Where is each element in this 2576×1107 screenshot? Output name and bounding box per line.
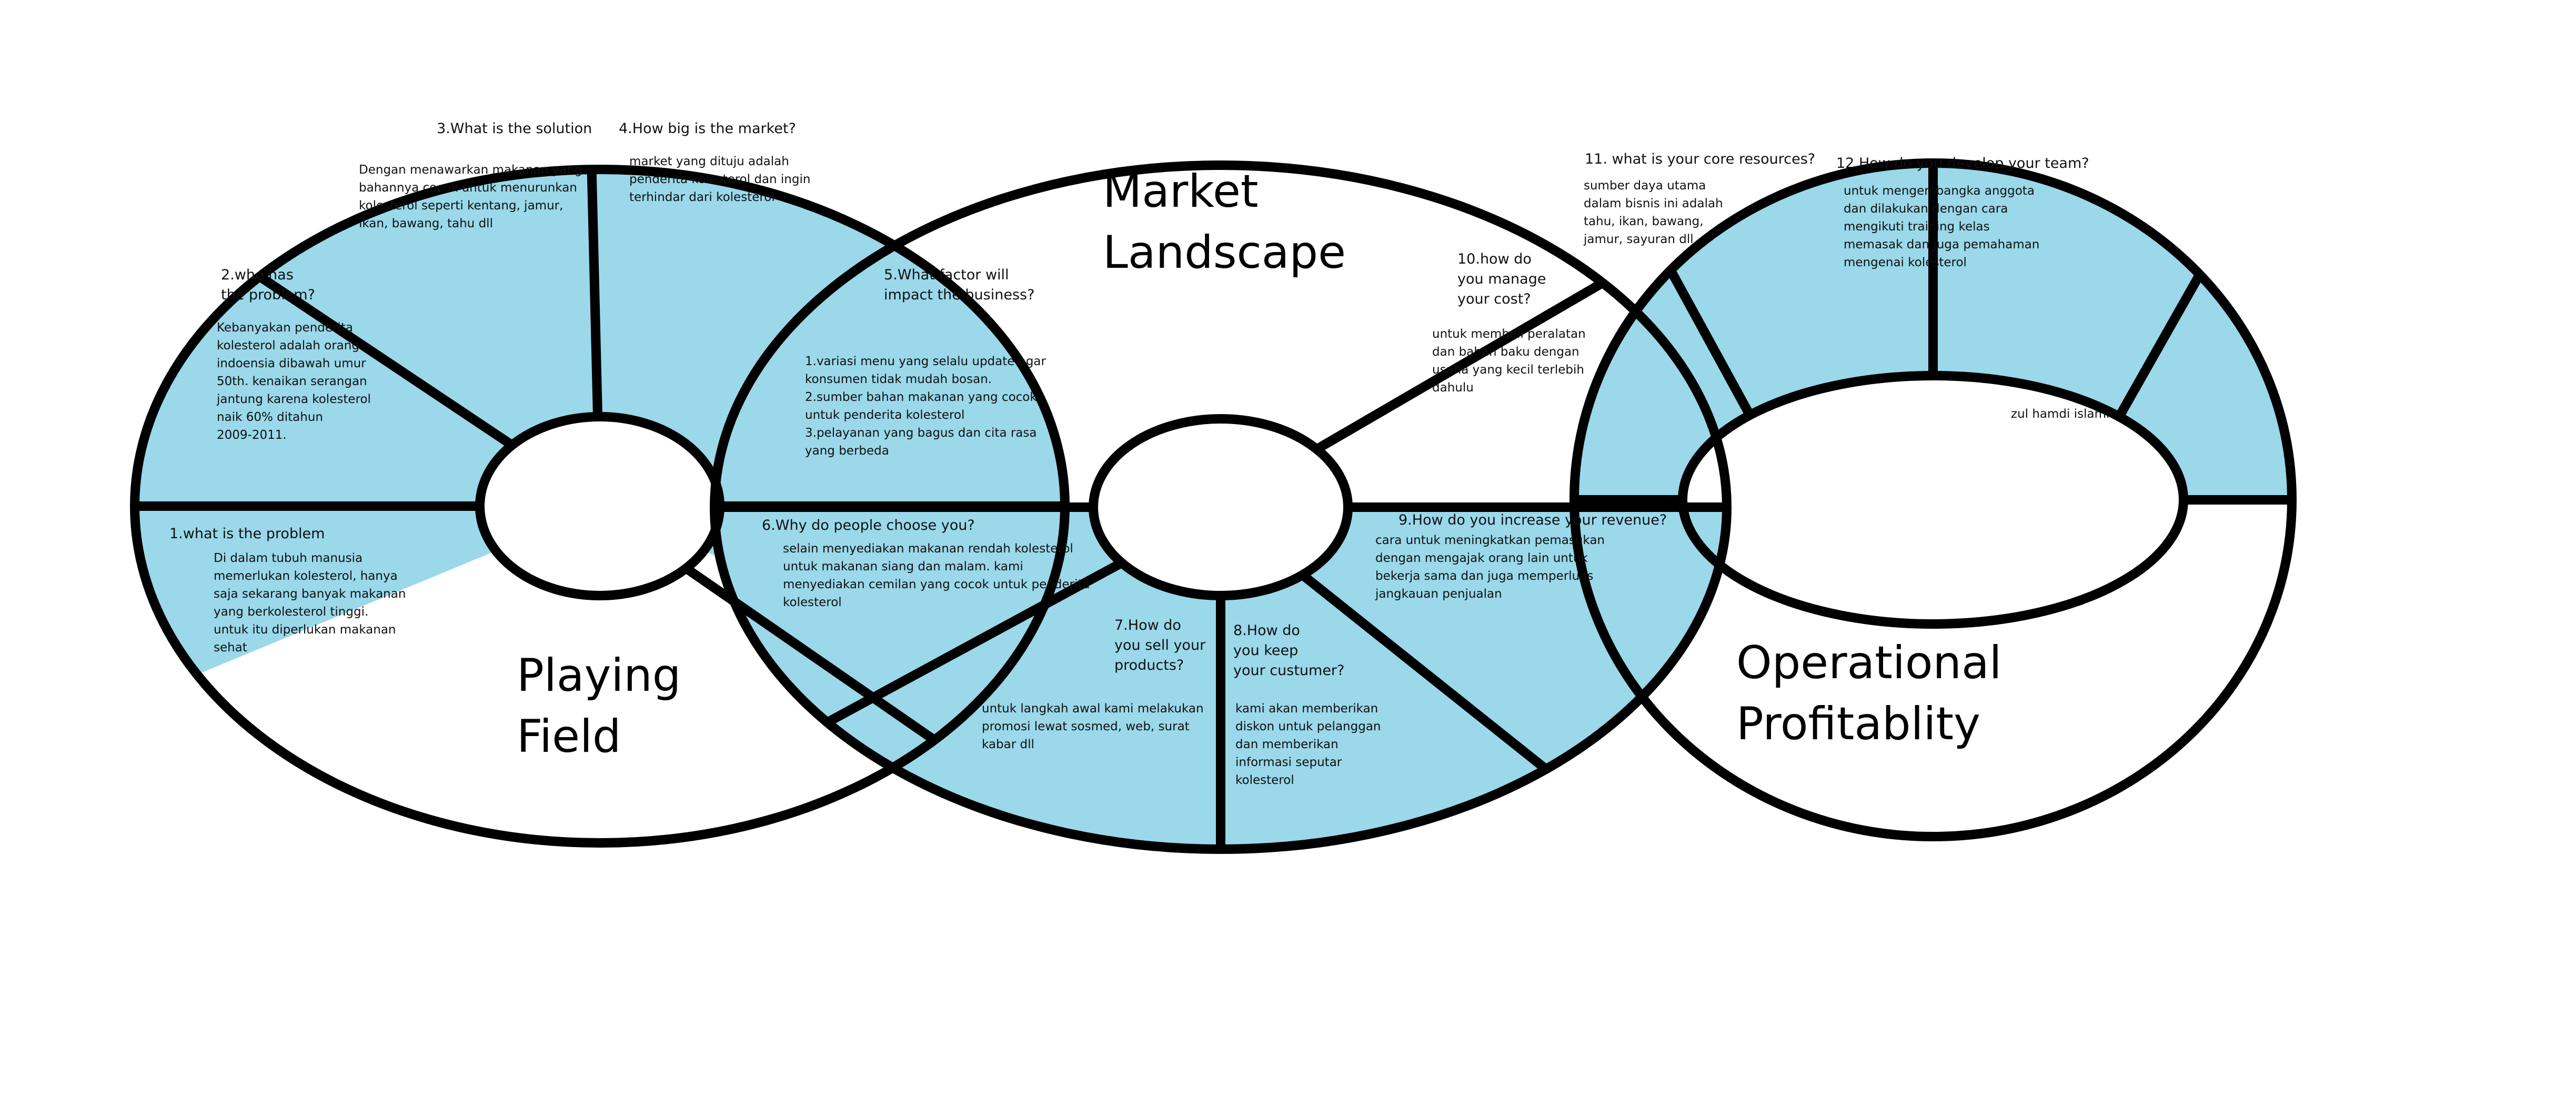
ring-title-market-landscape: Market Landscape	[1103, 165, 1346, 279]
segment-12-answer: untuk mengembangka anggota dan dilakukan…	[1844, 184, 2040, 269]
segment-3-answer: Dengan menawarkan makanan yang bahannya …	[359, 163, 582, 230]
segment-dividers	[135, 163, 2292, 849]
segment-6-question: 6.Why do people choose you?	[762, 517, 975, 534]
segment-8-answer: kami akan memberikan diskon untuk pelang…	[1235, 702, 1381, 787]
divider-playing-field-3	[257, 273, 515, 449]
segment-5-answer: 1.variasi menu yang selalu update agar k…	[805, 355, 1046, 458]
segment-4-question: 4.How big is the market?	[619, 120, 796, 137]
playing-field-inner-edge	[475, 412, 724, 600]
divider-market-landscape-10	[1314, 278, 1605, 454]
segment-5-question: 5.What factor will impact the business?	[884, 267, 1035, 303]
segment-11-question: 11. what is your core resources?	[1585, 151, 1816, 167]
divider-playing-field-4	[587, 169, 603, 417]
market-landscape-inner-edge	[1089, 414, 1353, 600]
segment-1-question: 1.what is the problem	[169, 526, 325, 542]
ring-title-operational-profitablity: Operational Profitablity	[1736, 637, 2002, 750]
segment-7-question: 7.How do you sell your products?	[1114, 617, 1206, 673]
divider-operational-14	[2115, 272, 2204, 419]
divider-market-landscape-6	[1299, 571, 1549, 773]
segment-12-question: 12.How do you develop your team?	[1836, 155, 2089, 172]
segment-11-answer: sumber daya utama dalam bisnis ini adala…	[1584, 179, 1723, 246]
divider-operational-12	[1666, 268, 1754, 418]
segment-10-answer: untuk membeli peralatan dan bahan baku d…	[1432, 327, 1586, 395]
segment-9-question: 9.How do you increase your revenue?	[1398, 512, 1667, 528]
ring-title-playing-field: Playing Field	[517, 649, 681, 763]
divider-playing-field-1	[683, 564, 938, 744]
segment-7-answer: untuk langkah awal kami melakukan promos…	[982, 702, 1204, 751]
segment-8-question: 8.How do you keep your custumer?	[1233, 622, 1345, 679]
segment-13-answer: zul hamdi islamie	[2011, 407, 2117, 421]
fill-playing-field-0	[134, 169, 1065, 675]
segment-4-answer: market yang dituju adalah penderita kole…	[629, 155, 811, 204]
segment-2-question: 2.who has the problem?	[221, 267, 315, 303]
segment-10-question: 10.how do you manage your cost?	[1457, 251, 1546, 307]
divider-market-landscape-8	[825, 558, 1124, 727]
segment-2-answer: Kebanyakan penderita kolesterol adalah o…	[217, 321, 371, 442]
segment-3-question: 3.What is the solution	[437, 120, 592, 137]
segment-6-answer: selain menyediakan makanan rendah kolest…	[783, 542, 1090, 609]
segment-1-answer: Di dalam tubuh manusia memerlukan kolest…	[214, 551, 406, 655]
segment-9-answer: cara untuk meningkatkan pemasukan dengan…	[1375, 534, 1605, 601]
